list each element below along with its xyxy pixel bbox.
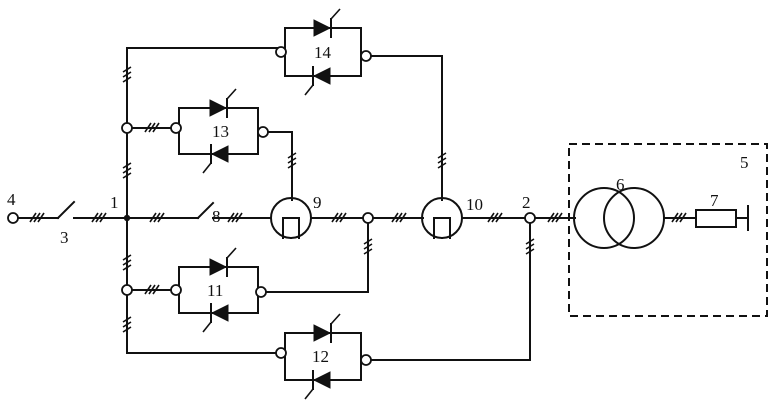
thyristor-forward (210, 259, 226, 275)
phase-mark (526, 239, 534, 254)
label-4: 4 (7, 190, 16, 209)
breaker-9: 9 (271, 193, 322, 238)
thyristor-pair-12: 12 (276, 314, 371, 399)
thyristor-gate (305, 85, 313, 95)
thyristor-gate (331, 314, 340, 324)
thyristor-gate (331, 9, 340, 19)
enclosure-5 (569, 144, 767, 316)
label-7: 7 (710, 191, 719, 210)
terminal-node (361, 355, 371, 365)
junction-node (122, 123, 132, 133)
phase-mark (672, 213, 686, 222)
phase-mark (92, 213, 106, 222)
breaker-9-arc-lower (291, 218, 311, 238)
label-6: 6 (616, 175, 625, 194)
thyristor-reverse (212, 305, 228, 321)
phase-mark (145, 123, 159, 132)
thyristor-gate (227, 89, 236, 99)
thyristor-forward (314, 20, 330, 36)
label-8: 8 (212, 207, 221, 226)
terminal-node (361, 51, 371, 61)
phase-mark (548, 213, 562, 222)
thyristor-gate (203, 163, 211, 173)
label-3: 3 (60, 228, 69, 247)
thyristor-gate (305, 389, 313, 399)
terminal-node (256, 287, 266, 297)
terminal-node (276, 47, 286, 57)
breaker-10: 10 (422, 195, 483, 238)
phase-mark (123, 163, 131, 178)
terminal-node (258, 127, 268, 137)
junction-node (363, 213, 373, 223)
label-9: 9 (313, 193, 322, 212)
phase-mark (30, 213, 44, 222)
label-1: 1 (110, 193, 119, 212)
thyristor-forward (314, 325, 330, 341)
resistor-7 (696, 210, 736, 227)
label-13: 13 (212, 122, 229, 141)
thyristor-pair-14: 14 (276, 9, 371, 95)
wiring (17, 48, 748, 360)
label-14: 14 (314, 43, 332, 62)
thyristor-reverse (314, 68, 330, 84)
phase-mark (228, 213, 242, 222)
terminal-node (171, 123, 181, 133)
phase-mark (332, 213, 346, 222)
switch-3-blade (58, 202, 74, 218)
label-11: 11 (207, 281, 223, 300)
breaker-10-arc-lower (442, 218, 462, 238)
terminal-node (276, 348, 286, 358)
label-10: 10 (466, 195, 483, 214)
thyristor-gate (203, 322, 211, 332)
thyristor-pair-13: 13 (171, 89, 268, 173)
input-terminal (8, 213, 18, 223)
phase-mark (438, 153, 446, 168)
thyristor-forward (210, 100, 226, 116)
phase-mark (288, 153, 296, 168)
thyristor-reverse (314, 372, 330, 388)
label-12: 12 (312, 347, 329, 366)
terminal-node (171, 285, 181, 295)
thyristor-reverse (212, 146, 228, 162)
phase-mark (123, 255, 131, 270)
junction-node (122, 285, 132, 295)
label-5: 5 (740, 153, 749, 172)
phase-mark (123, 317, 131, 332)
phase-mark (150, 213, 164, 222)
junction-node-2 (525, 213, 535, 223)
phase-mark (488, 213, 502, 222)
thyristor-gate (227, 248, 236, 258)
phase-mark (123, 67, 131, 82)
label-2: 2 (522, 193, 531, 212)
thyristor-pair-11: 11 (171, 248, 266, 332)
phase-mark (364, 239, 372, 254)
phase-mark (145, 285, 159, 294)
switch-8-blade (198, 203, 213, 218)
junction-node-1 (124, 215, 130, 221)
breaker-10-arc-lower (422, 218, 442, 238)
breaker-9-arc-lower (271, 218, 291, 238)
phase-mark (392, 213, 406, 222)
